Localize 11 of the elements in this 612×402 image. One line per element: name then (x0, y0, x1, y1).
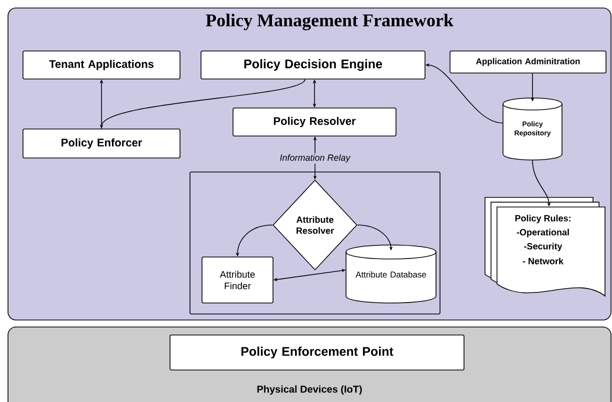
process-box: Attribute Finder (202, 256, 274, 304)
process-box: Application Adminitration (450, 50, 606, 74)
process-box: Policy Enforcement Point (170, 334, 464, 370)
database-cylinder: Attribute Database (346, 244, 436, 304)
process-box: Policy Enforcer (22, 128, 180, 158)
edge-label: Information Relay (278, 153, 352, 164)
document-stack: Policy Rules: -Operational -Security - Network (484, 197, 606, 296)
process-box: Policy Resolver (232, 108, 396, 136)
process-box: Tenant Applications (22, 50, 180, 80)
group-box (190, 172, 440, 314)
process-box: Policy Decision Engine (200, 50, 426, 80)
